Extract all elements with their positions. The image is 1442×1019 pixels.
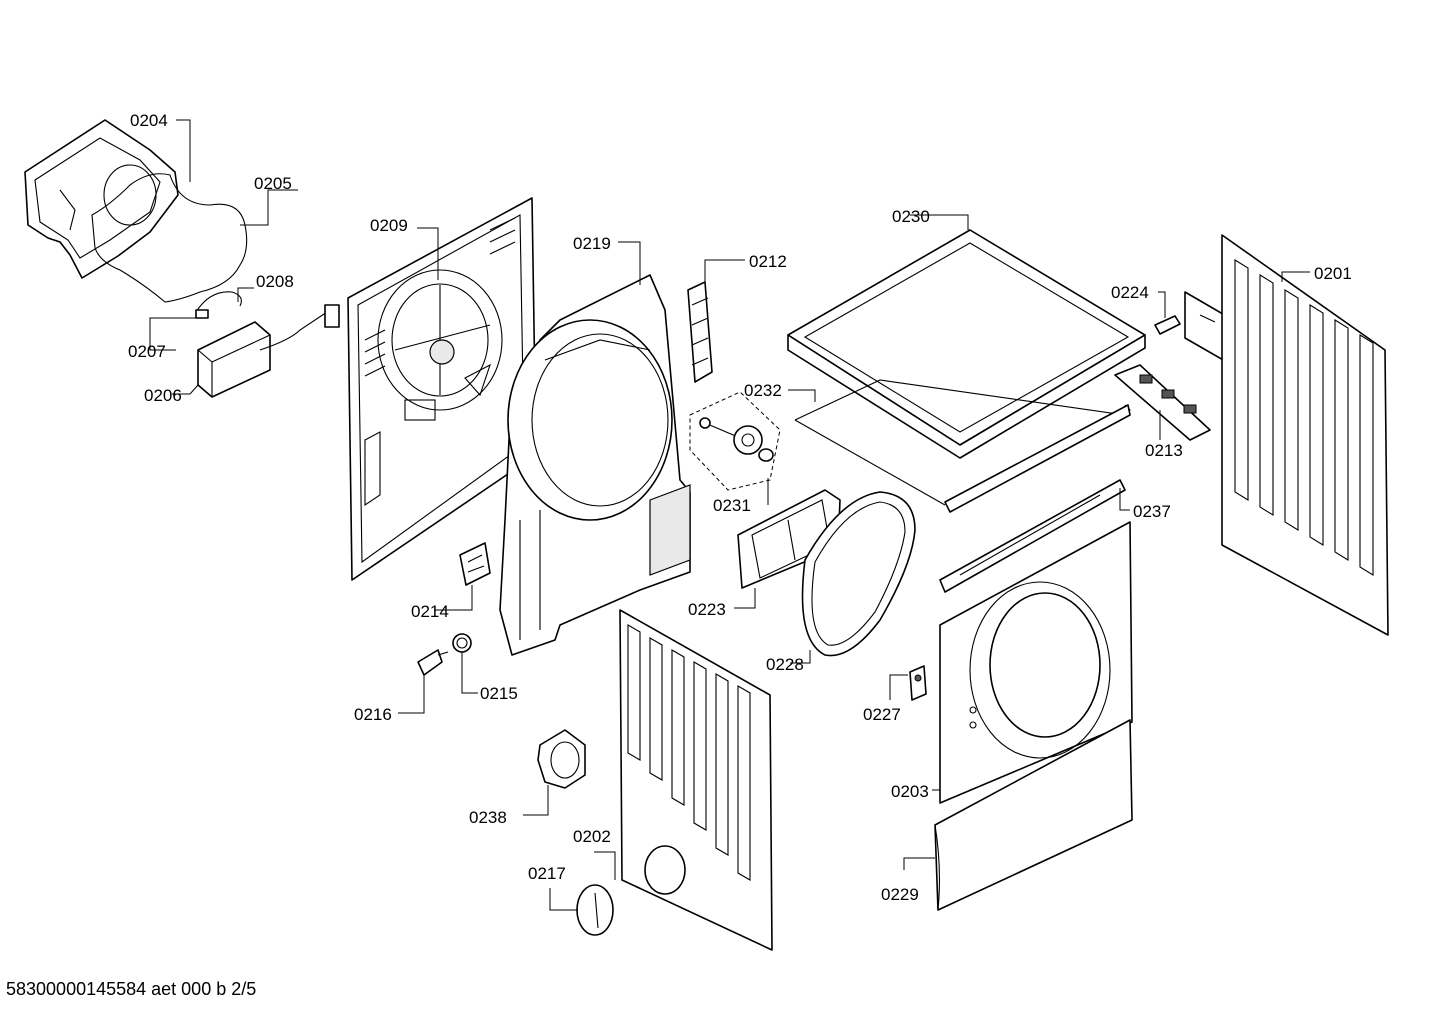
part-0237-front-rail[interactable] [939,479,1126,593]
callout-0227: 0227 [863,705,901,724]
part-0214-sensor[interactable] [459,542,491,586]
callout-0229: 0229 [881,885,919,904]
part-0228-door-seal[interactable] [801,491,916,657]
callout-0232: 0232 [744,381,782,400]
part-0217-cover-cap[interactable] [576,884,614,936]
part-0202-side-panel[interactable] [619,609,773,951]
part-0203-front-panel[interactable] [939,521,1133,804]
part-0201-side-panel[interactable] [1221,234,1389,636]
part-0206-control-module[interactable] [197,304,340,398]
callout-0212: 0212 [749,252,787,271]
callout-0230: 0230 [892,207,930,226]
callout-0207: 0207 [128,342,166,361]
part-0213-control-bracket[interactable] [1114,364,1211,441]
callout-0237: 0237 [1133,502,1171,521]
part-0238-fan-housing[interactable] [537,729,586,789]
callout-0213: 0213 [1145,441,1183,460]
callout-0231: 0231 [713,496,751,515]
callout-0219: 0219 [573,234,611,253]
part-0215-knob[interactable] [452,633,472,653]
part-0229-kick-plate[interactable] [934,719,1133,911]
part-0224-clip[interactable] [1154,315,1181,335]
callout-0201: 0201 [1314,264,1352,283]
callout-0223: 0223 [688,600,726,619]
callout-0228: 0228 [766,655,804,674]
callout-0203: 0203 [891,782,929,801]
callout-0205: 0205 [254,174,292,193]
callout-0216: 0216 [354,705,392,724]
part-0204-heater-duct[interactable] [24,119,179,279]
callout-0224: 0224 [1111,283,1149,302]
part-0208-sensor-cable[interactable] [195,291,242,319]
callout-0215: 0215 [480,684,518,703]
part-0212-hinge-rail[interactable] [687,281,713,383]
part-0231-pulley-assembly[interactable] [689,391,781,491]
callout-0217: 0217 [528,864,566,883]
callout-0202: 0202 [573,827,611,846]
callout-0238: 0238 [469,808,507,827]
leader-lines [149,119,1310,911]
callout-0208: 0208 [256,272,294,291]
callout-0209: 0209 [370,216,408,235]
callout-0214: 0214 [411,602,449,621]
callout-0204: 0204 [130,111,168,130]
part-0219-bearing-frame[interactable] [499,274,691,656]
part-0232-insulation-sheet[interactable] [794,379,1131,513]
part-0227-bracket[interactable] [909,665,927,701]
part-0216-plug[interactable] [417,649,449,676]
part-0230-top-cover[interactable] [787,229,1146,459]
part-0205-wire-loop[interactable] [91,173,248,303]
document-code: 58300000145584 aet 000 b 2/5 [6,979,257,999]
callout-0206: 0206 [144,386,182,405]
callout-labels: 0204 0205 0208 0207 0206 0209 0219 0212 … [128,111,1352,904]
